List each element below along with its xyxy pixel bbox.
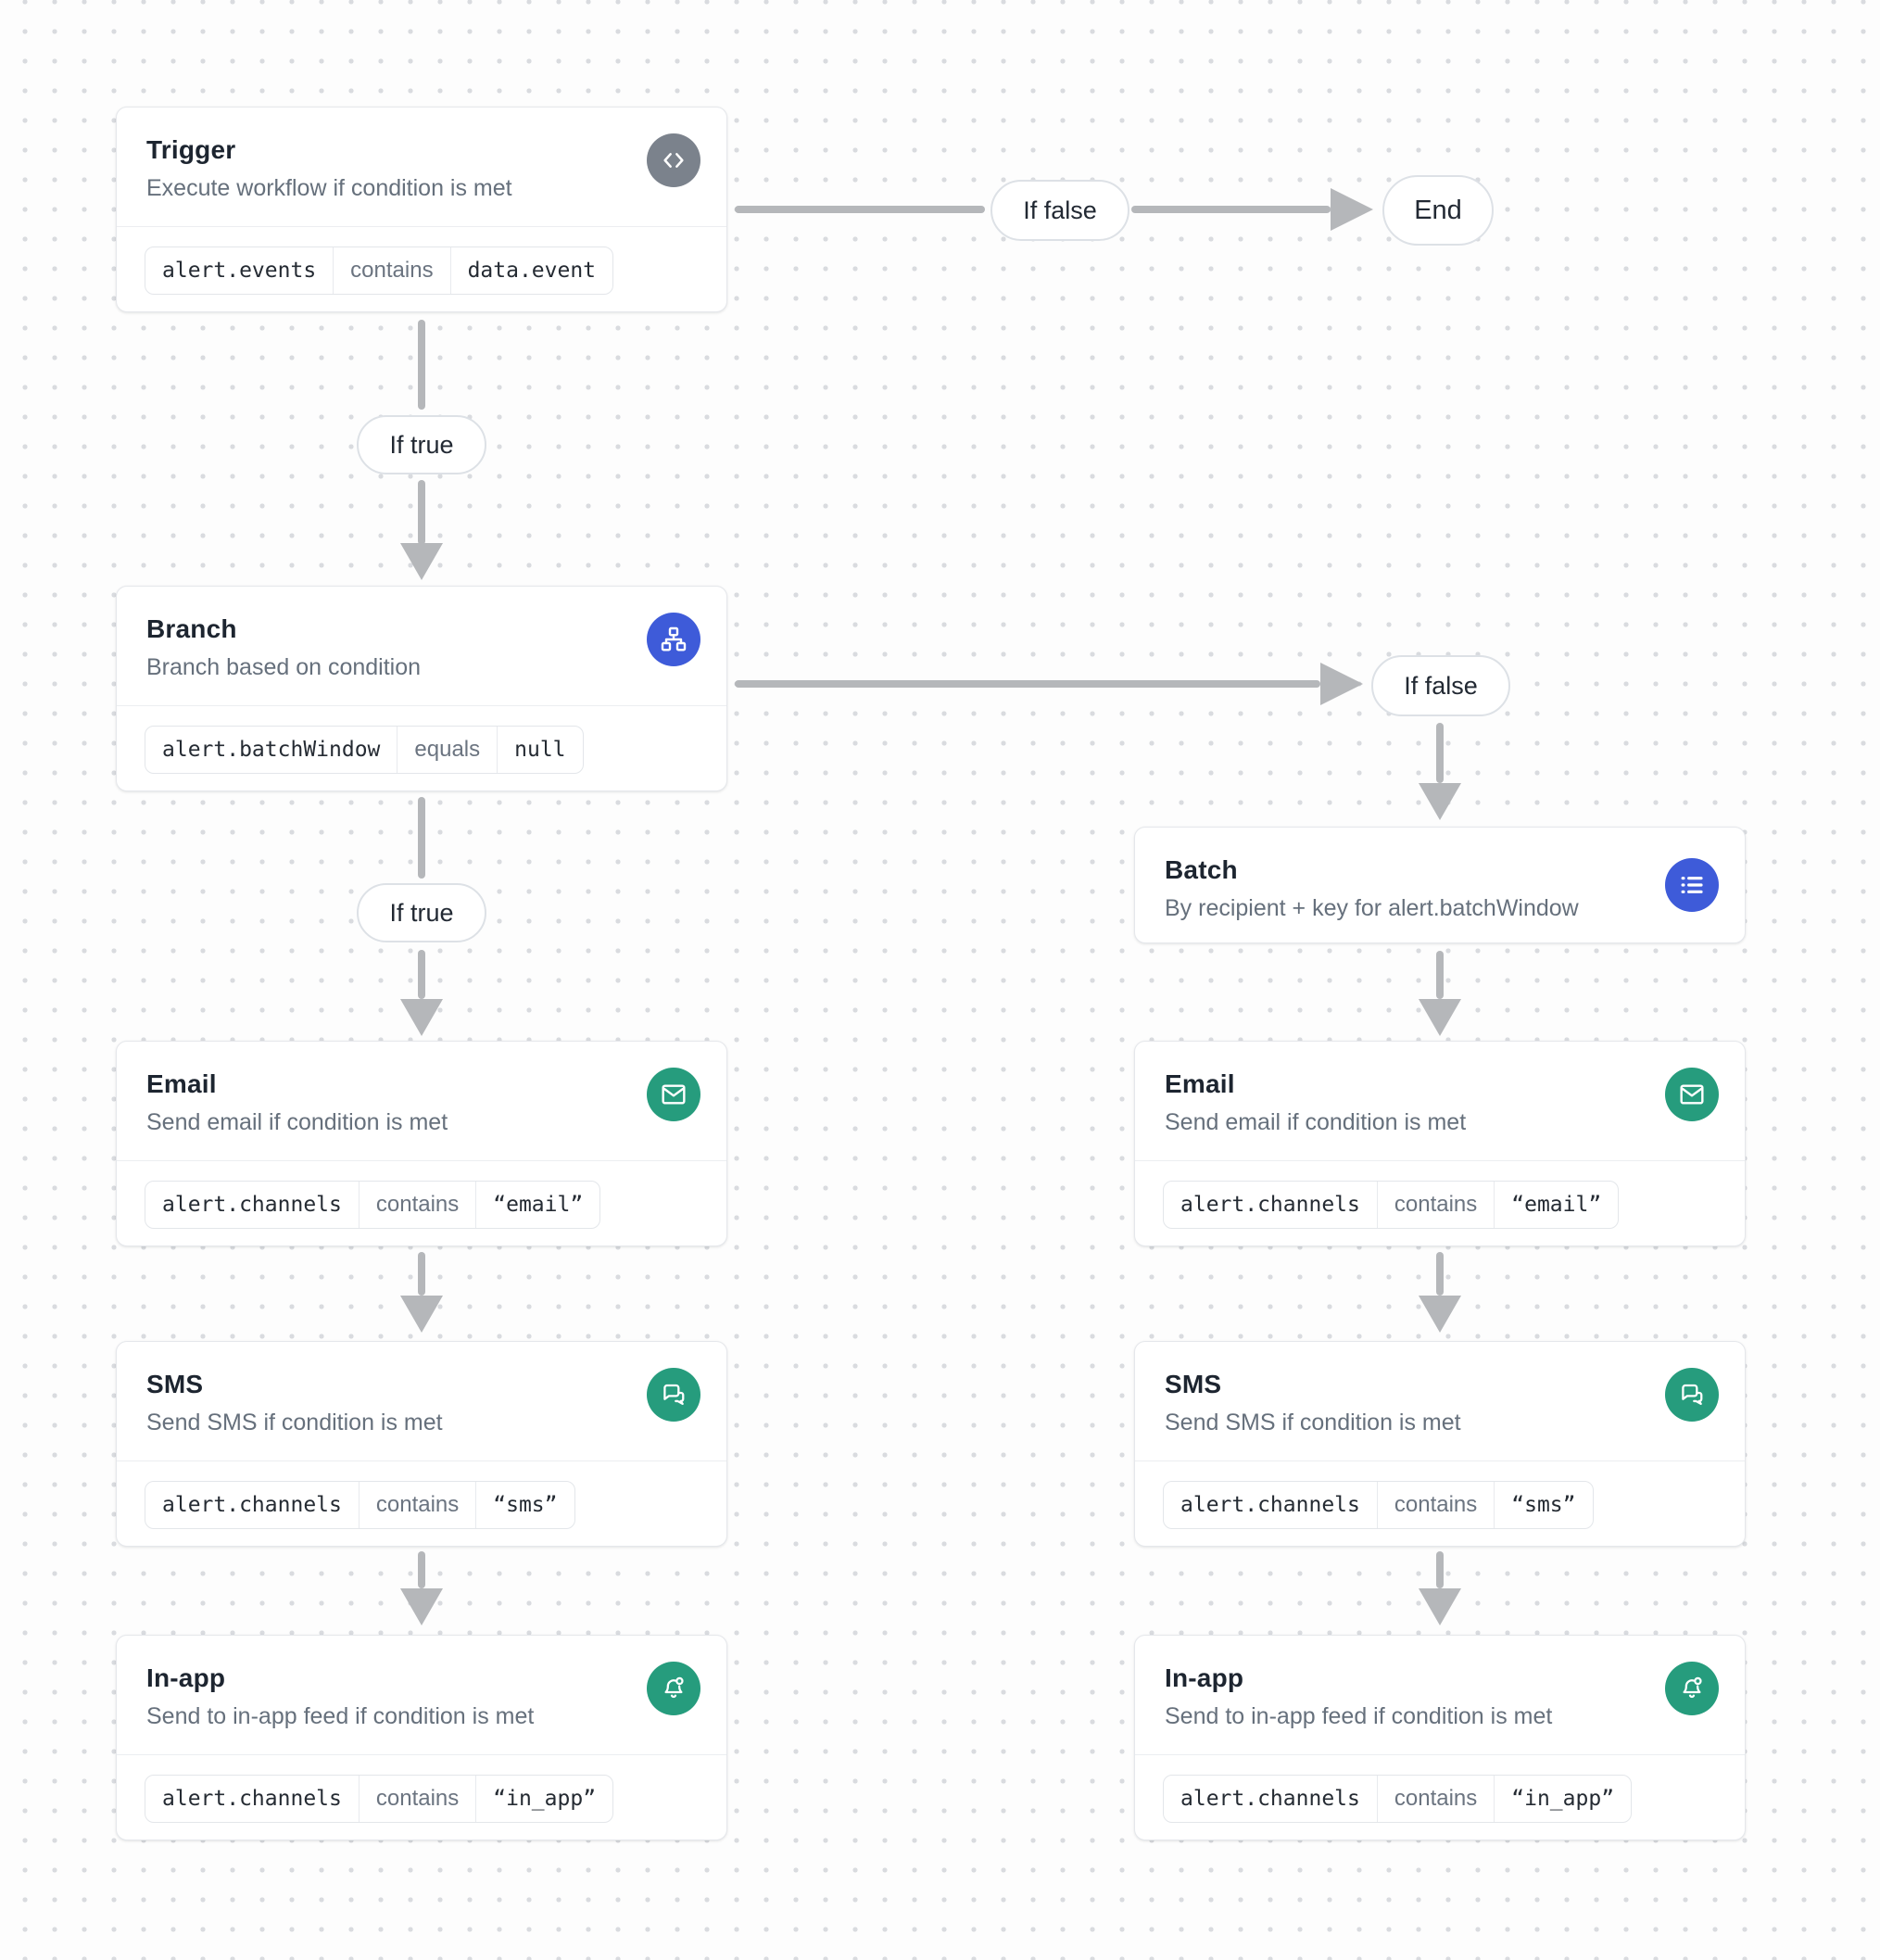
- node-subtitle: Send SMS if condition is met: [146, 1410, 443, 1435]
- mail-icon: [1665, 1068, 1719, 1121]
- arrowhead-right-icon: [1320, 663, 1363, 705]
- arrowhead-down-icon: [1419, 783, 1461, 820]
- condition-operator: contains: [358, 1776, 475, 1822]
- edge-label-if-true: If true: [357, 883, 486, 942]
- node-title: Email: [146, 1069, 217, 1098]
- condition-value: “sms”: [475, 1482, 574, 1528]
- node-in-app[interactable]: In-app Send to in-app feed if condition …: [116, 1635, 727, 1840]
- node-email[interactable]: Email Send email if condition is met ale…: [116, 1041, 727, 1246]
- condition-operator: equals: [397, 727, 497, 773]
- arrowhead-down-icon: [400, 1296, 443, 1333]
- edge-branch-iftrue: [418, 797, 425, 879]
- condition-chip[interactable]: alert.channels contains “email”: [1163, 1181, 1620, 1229]
- node-in-app[interactable]: In-app Send to in-app feed if condition …: [1134, 1635, 1746, 1840]
- node-subtitle: Send email if condition is met: [146, 1109, 448, 1135]
- condition-operator: contains: [358, 1482, 475, 1528]
- condition-field: alert.events: [162, 259, 317, 283]
- bell-icon: [1665, 1662, 1719, 1715]
- arrowhead-down-icon: [1419, 1296, 1461, 1333]
- node-subtitle: Send SMS if condition is met: [1165, 1410, 1461, 1435]
- node-title: Trigger: [146, 135, 236, 164]
- condition-operator: contains: [1376, 1182, 1494, 1228]
- mail-icon: [647, 1068, 700, 1121]
- edge-batch-email: [1436, 951, 1444, 999]
- node-sms[interactable]: SMS Send SMS if condition is met alert.c…: [116, 1341, 727, 1547]
- node-sms[interactable]: SMS Send SMS if condition is met alert.c…: [1134, 1341, 1746, 1547]
- condition-field: alert.channels: [162, 1493, 342, 1517]
- node-subtitle: Branch based on condition: [146, 654, 422, 680]
- edge-iftrue-branch: [418, 480, 425, 545]
- node-branch[interactable]: Branch Branch based on condition alert.b…: [116, 586, 727, 791]
- arrowhead-down-icon: [1419, 1588, 1461, 1625]
- end-node[interactable]: End: [1382, 175, 1494, 246]
- arrowhead-down-icon: [1419, 999, 1461, 1036]
- node-email[interactable]: Email Send email if condition is met ale…: [1134, 1041, 1746, 1246]
- arrowhead-down-icon: [400, 999, 443, 1036]
- condition-chip[interactable]: alert.batchWindow equals null: [145, 726, 584, 774]
- edge-sms-inapp-right: [1436, 1551, 1444, 1588]
- node-title: In-app: [1165, 1663, 1244, 1692]
- edge-label-if-true: If true: [357, 415, 486, 474]
- condition-value: “sms”: [1494, 1482, 1592, 1528]
- node-title: SMS: [1165, 1370, 1222, 1398]
- node-title: Branch: [146, 614, 237, 643]
- list-icon: [1665, 858, 1719, 912]
- condition-value: “email”: [475, 1182, 599, 1228]
- node-batch[interactable]: Batch By recipient + key for alert.batch…: [1134, 827, 1746, 943]
- edge-iftrue-email: [418, 950, 425, 999]
- condition-value: null: [497, 727, 582, 773]
- chat-icon: [1665, 1368, 1719, 1422]
- edge-label-if-false: If false: [990, 180, 1129, 241]
- chat-icon: [647, 1368, 700, 1422]
- condition-chip[interactable]: alert.channels contains “in_app”: [145, 1775, 614, 1823]
- arrowhead-down-icon: [400, 1588, 443, 1625]
- edge-iffalse-batch: [1436, 723, 1444, 783]
- condition-field: alert.channels: [1180, 1493, 1360, 1517]
- condition-value: “email”: [1494, 1182, 1618, 1228]
- node-subtitle: Send to in-app feed if condition is met: [1165, 1703, 1553, 1729]
- edge-iffalse-end: [1131, 206, 1331, 213]
- arrowhead-right-icon: [1331, 188, 1373, 231]
- condition-field: alert.channels: [162, 1787, 342, 1811]
- edge-email-sms-right: [1436, 1252, 1444, 1296]
- condition-chip[interactable]: alert.events contains data.event: [145, 247, 614, 295]
- node-trigger[interactable]: Trigger Execute workflow if condition is…: [116, 107, 727, 312]
- code-icon: [647, 133, 700, 187]
- edge-trigger-iffalse: [735, 206, 985, 213]
- node-subtitle: By recipient + key for alert.batchWindow: [1165, 895, 1579, 921]
- condition-operator: contains: [1376, 1482, 1494, 1528]
- condition-field: alert.channels: [162, 1193, 342, 1217]
- condition-chip[interactable]: alert.channels contains “email”: [145, 1181, 601, 1229]
- edge-email-sms-left: [418, 1252, 425, 1296]
- bell-icon: [647, 1662, 700, 1715]
- condition-field: alert.channels: [1180, 1787, 1360, 1811]
- condition-chip[interactable]: alert.channels contains “sms”: [145, 1481, 575, 1529]
- edge-branch-iffalse: [735, 680, 1320, 688]
- node-title: Batch: [1165, 855, 1238, 884]
- condition-operator: contains: [358, 1182, 475, 1228]
- edge-trigger-iftrue: [418, 320, 425, 410]
- node-title: In-app: [146, 1663, 226, 1692]
- edge-label-if-false: If false: [1371, 655, 1510, 716]
- condition-value: data.event: [449, 247, 612, 294]
- arrowhead-down-icon: [400, 543, 443, 580]
- condition-field: alert.channels: [1180, 1193, 1360, 1217]
- condition-field: alert.batchWindow: [162, 738, 381, 762]
- condition-operator: contains: [1376, 1776, 1494, 1822]
- node-title: Email: [1165, 1069, 1235, 1098]
- condition-chip[interactable]: alert.channels contains “sms”: [1163, 1481, 1594, 1529]
- node-title: SMS: [146, 1370, 204, 1398]
- edge-sms-inapp-left: [418, 1551, 425, 1588]
- condition-chip[interactable]: alert.channels contains “in_app”: [1163, 1775, 1633, 1823]
- condition-operator: contains: [333, 247, 449, 294]
- condition-value: “in_app”: [1494, 1776, 1631, 1822]
- node-subtitle: Execute workflow if condition is met: [146, 175, 512, 201]
- sitemap-icon: [647, 613, 700, 666]
- node-subtitle: Send to in-app feed if condition is met: [146, 1703, 535, 1729]
- node-subtitle: Send email if condition is met: [1165, 1109, 1467, 1135]
- condition-value: “in_app”: [475, 1776, 612, 1822]
